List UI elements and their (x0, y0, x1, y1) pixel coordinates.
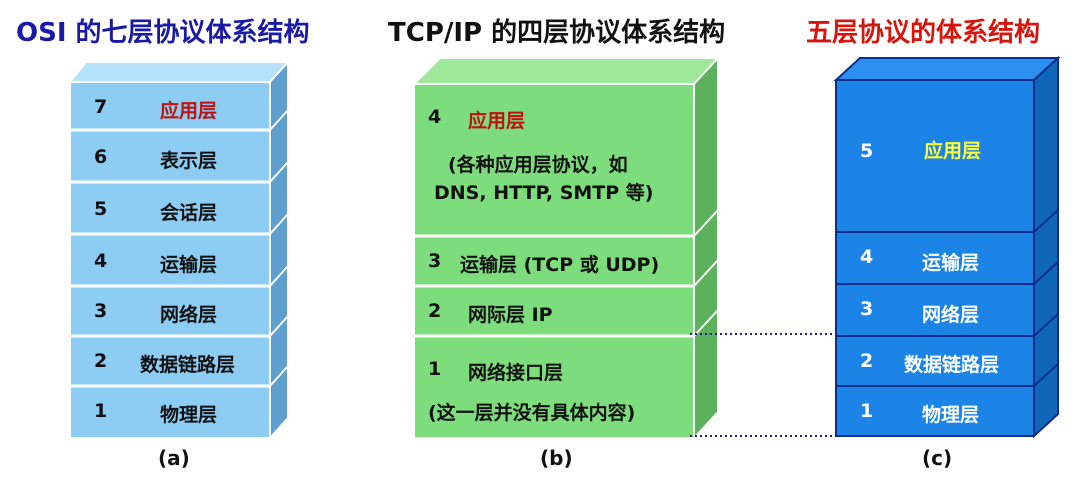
osi-layer-7-number: 7 (94, 96, 108, 118)
osi-layer-2-label: 数据链路层 (140, 354, 236, 376)
osi-layer-5-label: 会话层 (160, 202, 218, 224)
five-layer-1-label: 物理层 (922, 404, 980, 426)
five-layer-2-label: 数据链路层 (904, 354, 1000, 376)
caption-a: (a) (158, 446, 190, 470)
tcpip-layer-3-label: 运输层 (TCP 或 UDP) (460, 254, 660, 276)
tcpip-layer-4-desc-line2: DNS, HTTP, SMTP 等) (434, 182, 654, 204)
osi-layer-1-number: 1 (94, 400, 108, 422)
osi-layer-6-label: 表示层 (160, 150, 218, 172)
tcpip-layer-1-desc: (这一层并没有具体内容) (428, 402, 636, 424)
five-layer-4-number: 4 (860, 246, 874, 268)
tcpip-stack (411, 55, 721, 441)
five-layer-4-label: 运输层 (922, 252, 980, 274)
osi-layer-1-label: 物理层 (160, 404, 218, 426)
tcpip-layer-3-number: 3 (428, 250, 442, 272)
five-layer-1-number: 1 (860, 400, 874, 422)
five-layer-5-label: 应用层 (924, 140, 982, 162)
osi-stack (67, 59, 291, 441)
tcpip-layer-1-label: 网络接口层 (468, 362, 564, 384)
osi-layer-3-number: 3 (94, 300, 108, 322)
tcpip-layer-1-number: 1 (428, 358, 442, 380)
tcpip-title: TCP/IP 的四层协议体系结构 (388, 18, 726, 48)
five-layer-stack (833, 55, 1061, 439)
five-layer-3-number: 3 (860, 298, 874, 320)
osi-layer-7-label: 应用层 (160, 100, 218, 122)
osi-layer-4-number: 4 (94, 250, 108, 272)
connector-lines (690, 333, 836, 437)
osi-layer-6-number: 6 (94, 146, 108, 168)
osi-layer-3-label: 网络层 (160, 304, 218, 326)
tcpip-layer-2-number: 2 (428, 300, 442, 322)
osi-layer-4-label: 运输层 (160, 254, 218, 276)
tcpip-layer-4-number: 4 (428, 106, 442, 128)
tcpip-layer-4-label: 应用层 (468, 110, 526, 132)
tcpip-layer-4-desc-line1: (各种应用层协议，如 (448, 154, 628, 176)
osi-layer-5-number: 5 (94, 198, 108, 220)
five-layer-title: 五层协议的体系结构 (806, 18, 1041, 48)
osi-title: OSI 的七层协议体系结构 (16, 18, 310, 48)
tcpip-layer-2-label: 网际层 IP (468, 304, 553, 326)
five-layer-2-number: 2 (860, 350, 874, 372)
osi-layer-2-number: 2 (94, 350, 108, 372)
caption-b: (b) (540, 446, 573, 470)
caption-c: (c) (922, 446, 953, 470)
five-layer-5-number: 5 (860, 140, 874, 162)
five-layer-3-label: 网络层 (922, 304, 980, 326)
